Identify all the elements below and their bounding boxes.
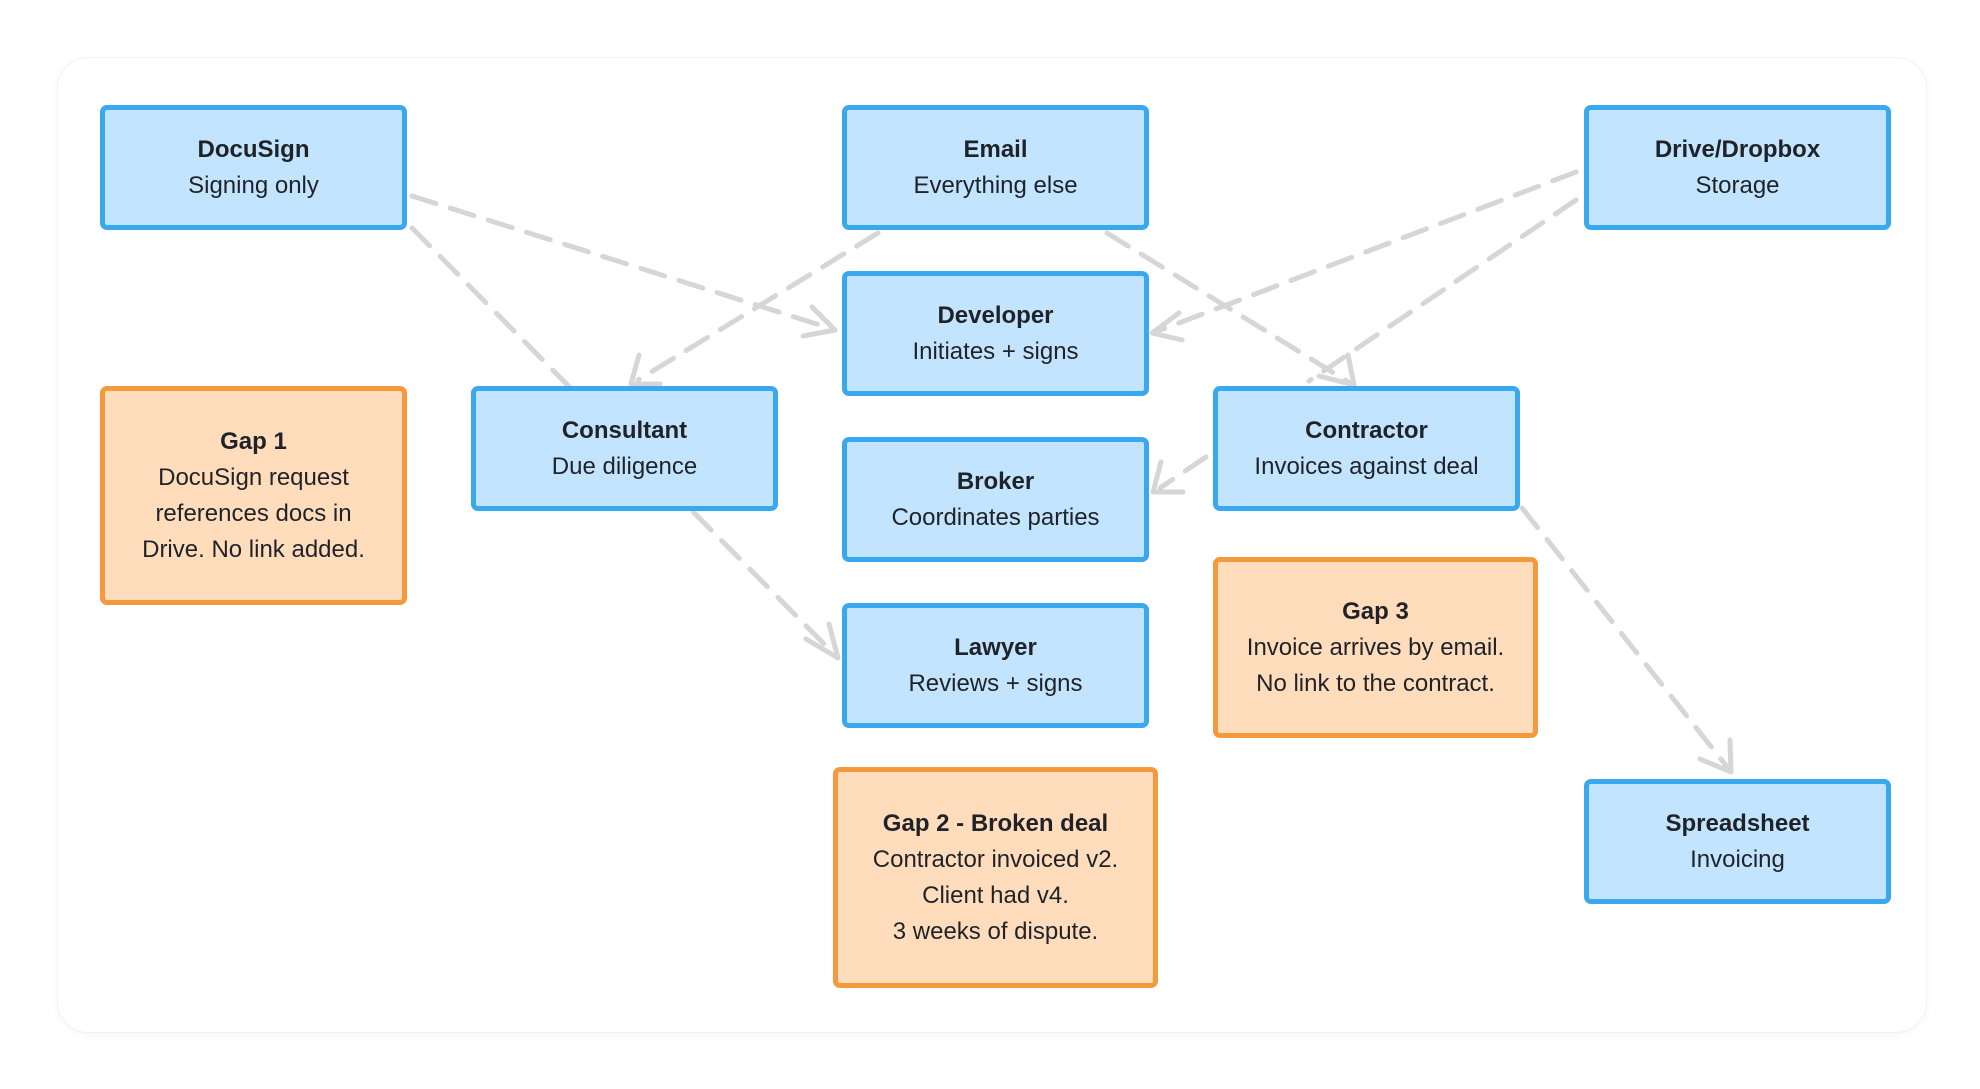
node-developer-title: Developer xyxy=(937,301,1054,329)
node-developer: Developer Initiates + signs xyxy=(842,271,1149,396)
node-consultant: Consultant Due diligence xyxy=(471,386,778,511)
node-lawyer-subtitle: Reviews + signs xyxy=(908,669,1083,697)
node-email-subtitle: Everything else xyxy=(913,171,1078,199)
edge-drive-developer xyxy=(1149,169,1579,343)
gap-1-title: Gap 1 xyxy=(220,427,287,455)
node-consultant-title: Consultant xyxy=(561,416,688,444)
node-email-title: Email xyxy=(963,135,1028,163)
gap-1-text: DocuSign request references docs in Driv… xyxy=(142,463,365,563)
node-broker-title: Broker xyxy=(956,467,1035,495)
node-contractor-subtitle: Invoices against deal xyxy=(1254,452,1479,480)
node-email: Email Everything else xyxy=(842,105,1149,230)
node-drive: Drive/Dropbox Storage xyxy=(1584,105,1891,230)
node-docusign-title: DocuSign xyxy=(197,135,310,163)
gap-3-note: Gap 3 Invoice arrives by email. No link … xyxy=(1213,557,1538,738)
edge-email-contractor xyxy=(1104,230,1357,388)
node-lawyer-title: Lawyer xyxy=(954,633,1037,661)
node-broker-subtitle: Coordinates parties xyxy=(891,503,1100,531)
gap-3-title: Gap 3 xyxy=(1342,597,1409,625)
node-broker: Broker Coordinates parties xyxy=(842,437,1149,562)
node-spreadsheet: Spreadsheet Invoicing xyxy=(1584,779,1891,904)
node-contractor: Contractor Invoices against deal xyxy=(1213,386,1520,511)
edge-docusign-developer xyxy=(409,193,838,339)
node-spreadsheet-subtitle: Invoicing xyxy=(1690,845,1785,873)
edge-contractor-spreadsheet xyxy=(1519,505,1734,775)
node-spreadsheet-title: Spreadsheet xyxy=(1665,809,1810,837)
node-developer-subtitle: Initiates + signs xyxy=(912,337,1079,365)
node-docusign-subtitle: Signing only xyxy=(188,171,319,199)
edge-email-consultant xyxy=(628,230,881,387)
node-drive-title: Drive/Dropbox xyxy=(1654,135,1821,163)
gap-2-note: Gap 2 - Broken deal Contractor invoiced … xyxy=(833,767,1158,988)
gap-1-note: Gap 1 DocuSign request references docs i… xyxy=(100,386,407,605)
gap-2-text: Contractor invoiced v2. Client had v4. 3… xyxy=(872,845,1119,945)
gap-3-text: Invoice arrives by email. No link to the… xyxy=(1246,633,1505,697)
edge-contractor-broker xyxy=(1150,454,1209,495)
gap-2-title: Gap 2 - Broken deal xyxy=(882,809,1109,837)
node-drive-subtitle: Storage xyxy=(1695,171,1780,199)
node-docusign: DocuSign Signing only xyxy=(100,105,407,230)
node-lawyer: Lawyer Reviews + signs xyxy=(842,603,1149,728)
edge-drive-contractor xyxy=(1306,197,1579,384)
node-consultant-subtitle: Due diligence xyxy=(551,452,698,480)
node-contractor-title: Contractor xyxy=(1305,416,1428,444)
